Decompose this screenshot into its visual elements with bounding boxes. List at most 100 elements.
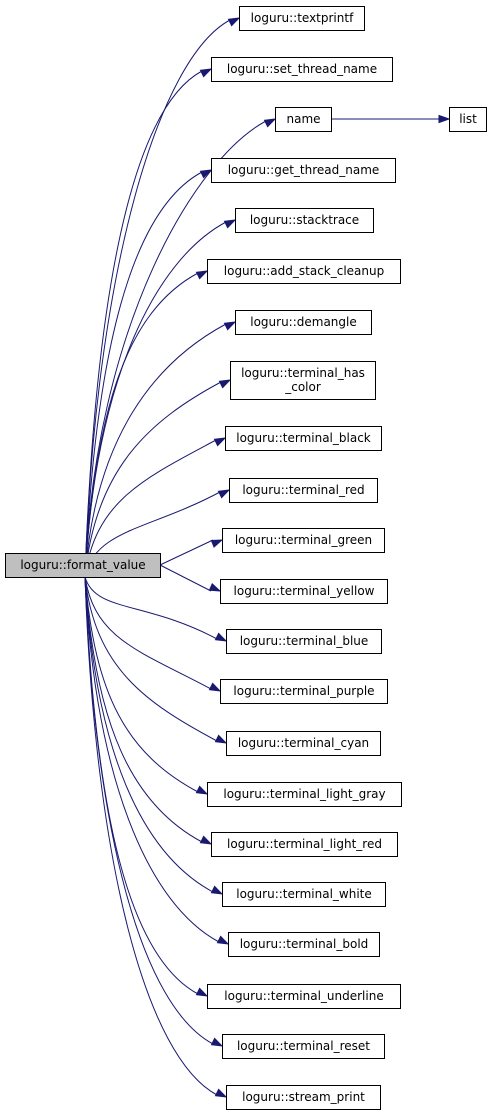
node-terminal_blue[interactable]: loguru::terminal_blue [226,629,382,654]
node-name[interactable]: name [275,107,332,132]
node-box [211,57,393,82]
node-terminal_green[interactable]: loguru::terminal_green [222,528,385,553]
node-terminal_black[interactable]: loguru::terminal_black [225,426,382,451]
edge-format_value-to-add_stack_cleanup [84,272,199,578]
node-label: loguru::set_thread_name [227,62,377,76]
arrowhead-terminal_white [210,885,224,895]
node-list[interactable]: list [449,107,487,132]
node-terminal_red[interactable]: loguru::terminal_red [229,478,378,503]
node-label: loguru::terminal_bold [240,937,369,951]
node-box [225,426,382,451]
edge-format_value-to-terminal_green [159,539,214,566]
arrowhead-stacktrace [223,219,237,229]
node-get_thread_name[interactable]: loguru::get_thread_name [211,158,396,183]
edge-format_value-to-name [84,120,267,578]
node-label: loguru::terminal_has [241,366,365,380]
arrowhead-terminal_black [213,437,227,447]
node-box [228,932,380,957]
edge-format_value-to-stacktrace [84,221,227,578]
node-set_thread_name[interactable]: loguru::set_thread_name [211,57,393,82]
node-terminal_white[interactable]: loguru::terminal_white [222,882,386,907]
node-box [5,553,161,578]
arrowhead-terminal_purple [208,682,222,692]
node-terminal_has_color[interactable]: loguru::terminal_has_color [230,361,376,400]
node-box [222,1034,385,1059]
node-stacktrace[interactable]: loguru::stacktrace [235,208,374,233]
arrowhead-terminal_cyan [214,734,228,744]
node-box [239,6,365,31]
arrowhead-terminal_yellow [208,582,222,592]
arrowhead-demangle [223,321,237,331]
edge-format_value-to-set_thread_name [84,70,203,578]
node-label: loguru::terminal_black [236,431,371,445]
node-box [207,259,401,284]
edge-format_value-to-demangle [84,323,227,578]
node-label: name [286,112,320,126]
node-label: loguru::terminal_yellow [234,584,375,598]
node-terminal_cyan[interactable]: loguru::terminal_cyan [226,731,381,756]
node-terminal_light_gray[interactable]: loguru::terminal_light_gray [207,782,402,807]
arrowhead-list [438,114,451,124]
node-box [235,310,372,335]
node-terminal_bold[interactable]: loguru::terminal_bold [228,932,380,957]
node-label: loguru::get_thread_name [228,163,380,177]
arrowhead-terminal_green [210,539,224,548]
node-label: loguru::terminal_light_gray [223,787,385,801]
edge-format_value-to-terminal_black [84,439,217,578]
node-label: list [459,112,477,126]
node-box [226,629,382,654]
arrowhead-get_thread_name [199,169,213,179]
node-terminal_reset[interactable]: loguru::terminal_reset [222,1034,385,1059]
arrowhead-add_stack_cleanup [195,270,209,280]
node-box [226,1085,381,1110]
edge-format_value-to-terminal_reset [84,576,214,1045]
node-format_value[interactable]: loguru::format_value [5,553,161,578]
arrowhead-terminal_underline [195,987,209,997]
arrowhead-terminal_reset [210,1037,224,1047]
edge-format_value-to-terminal_blue [84,576,218,640]
edge-format_value-to-get_thread_name [84,171,203,578]
node-label: loguru::stacktrace [250,213,359,227]
arrowhead-stream_print [214,1088,228,1098]
edge-format_value-to-terminal_purple [84,576,212,690]
node-label: loguru::terminal_purple [233,684,374,698]
node-label: loguru::format_value [20,558,145,572]
arrowhead-terminal_red [217,489,231,499]
node-stream_print[interactable]: loguru::stream_print [226,1085,381,1110]
arrowhead-terminal_light_gray [195,785,209,795]
node-label: _color [284,380,321,394]
node-box [230,361,376,400]
edge-format_value-to-terminal_yellow [159,564,212,592]
edges-layer [84,17,451,1098]
node-label: loguru::terminal_green [235,533,372,547]
node-box [449,107,487,132]
node-demangle[interactable]: loguru::demangle [235,310,372,335]
arrowhead-textprintf [227,17,241,27]
node-add_stack_cleanup[interactable]: loguru::add_stack_cleanup [207,259,401,284]
edge-format_value-to-terminal_bold [84,576,220,943]
node-label: loguru::terminal_blue [240,634,369,648]
node-box [207,782,402,807]
node-textprintf[interactable]: loguru::textprintf [239,6,365,31]
node-box [220,579,388,604]
node-label: loguru::terminal_underline [224,989,383,1003]
node-terminal_underline[interactable]: loguru::terminal_underline [207,984,401,1009]
node-box [275,107,332,132]
node-box [220,679,388,704]
arrowhead-terminal_has_color [218,379,232,389]
node-label: loguru::terminal_white [236,887,372,901]
arrowhead-terminal_light_red [199,835,213,845]
node-box [222,882,386,907]
node-terminal_yellow[interactable]: loguru::terminal_yellow [220,579,388,604]
node-label: loguru::terminal_light_red [227,837,382,851]
node-label: loguru::terminal_red [242,483,364,497]
node-label: loguru::terminal_cyan [238,736,369,750]
edge-format_value-to-terminal_light_red [84,576,203,843]
node-box [207,984,401,1009]
node-box [222,528,385,553]
node-terminal_light_red[interactable]: loguru::terminal_light_red [211,832,398,857]
edge-format_value-to-terminal_cyan [84,576,218,742]
node-terminal_purple[interactable]: loguru::terminal_purple [220,679,388,704]
arrowhead-terminal_bold [216,935,230,945]
node-box [229,478,378,503]
